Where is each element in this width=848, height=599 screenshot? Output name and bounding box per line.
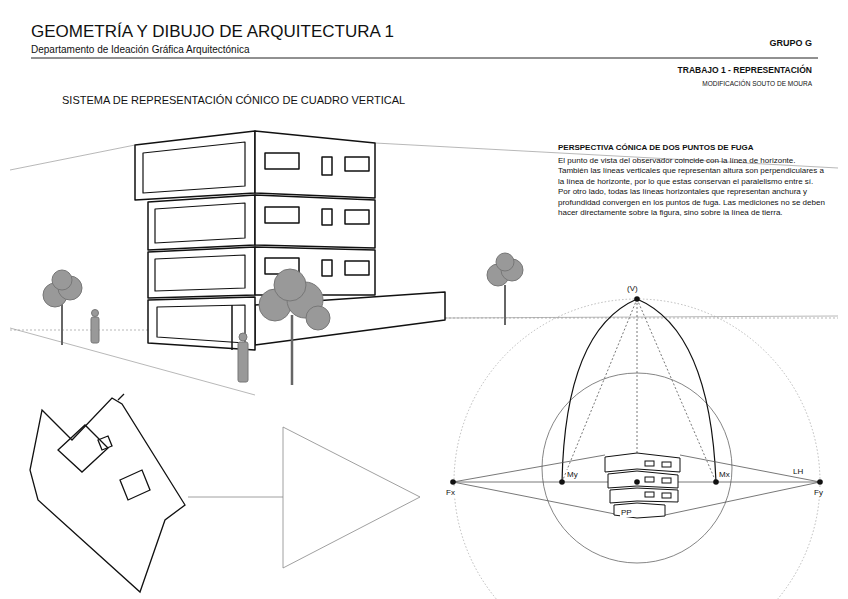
view-line: [188, 497, 283, 498]
trees-and-people: [43, 253, 523, 385]
construction-diagram: [453, 299, 820, 599]
site-plan: [30, 394, 185, 592]
mini-building: [605, 453, 680, 518]
perspective-guides: [10, 143, 838, 395]
point-label: Mx: [718, 470, 731, 479]
note-heading: PERSPECTIVA CÓNICA DE DOS PUNTOS DE FUGA: [558, 143, 754, 152]
point-label: Fy: [813, 488, 824, 497]
construction-points: [450, 296, 823, 485]
point-label: PP: [620, 508, 633, 517]
group-label: GRUPO G: [769, 38, 812, 48]
assignment-subtitle: MODIFICACIÓN SOUTO DE MOURA: [702, 80, 812, 87]
point-label: My: [566, 470, 579, 479]
section-title: SISTEMA DE REPRESENTACIÓN CÓNICO DE CUAD…: [62, 94, 405, 107]
line-label: LH: [792, 467, 804, 476]
header-rule: [31, 58, 818, 59]
point-label: Fx: [445, 488, 456, 497]
note-body: El punto de vista del observador coincid…: [558, 156, 826, 218]
view-cone: [283, 427, 420, 568]
sheet-title: GEOMETRÍA Y DIBUJO DE ARQUITECTURA 1: [31, 22, 394, 42]
assignment-title: TRABAJO 1 - REPRESENTACIÓN: [678, 66, 812, 76]
point-label: (V): [626, 284, 639, 293]
department-name: Departamento de Ideación Gráfica Arquite…: [31, 44, 249, 56]
building-perspective: [135, 131, 445, 350]
